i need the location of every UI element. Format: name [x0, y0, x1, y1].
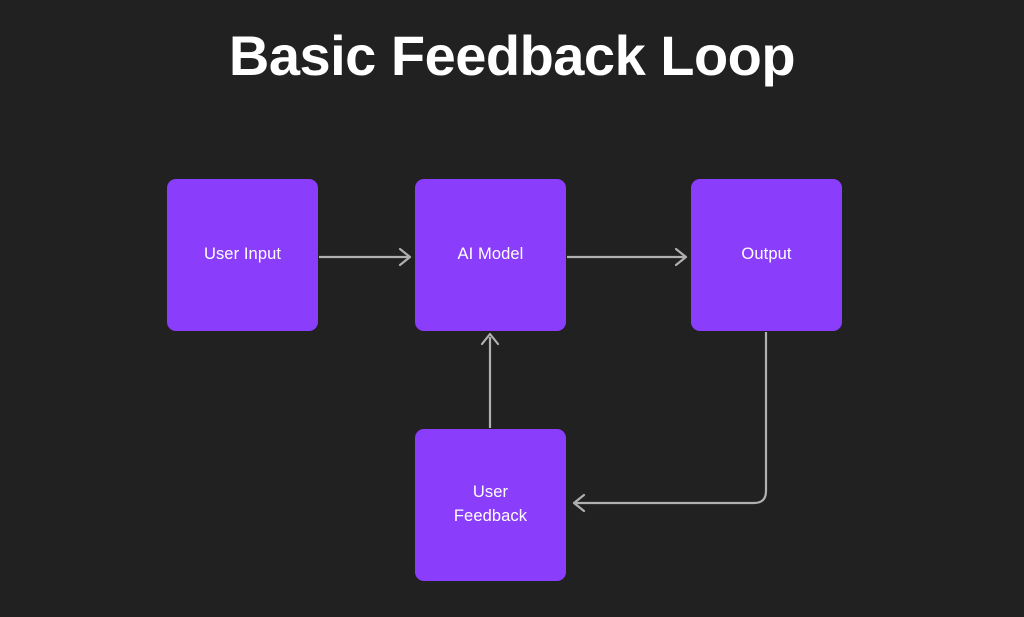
page-title: Basic Feedback Loop: [228, 24, 796, 87]
edge-user-input-to-ai-model: [319, 247, 412, 267]
arrowhead-left-icon: [572, 493, 586, 513]
node-label: Output: [741, 245, 792, 264]
edge-output-to-user-feedback: [572, 332, 768, 513]
node-user-feedback[interactable]: User Feedback: [415, 429, 566, 581]
node-label: AI Model: [457, 245, 524, 264]
edge-ai-model-to-output: [567, 247, 688, 267]
node-label: User Input: [203, 245, 282, 264]
edge-user-feedback-to-ai-model: [480, 332, 500, 428]
node-output[interactable]: Output: [691, 179, 842, 331]
arrowhead-right-icon: [674, 247, 688, 267]
node-ai-model[interactable]: AI Model: [415, 179, 566, 331]
edge-line: [576, 332, 768, 505]
node-label: User Feedback: [453, 483, 528, 525]
arrowhead-right-icon: [398, 247, 412, 267]
arrowhead-up-icon: [480, 332, 500, 346]
node-user-input[interactable]: User Input: [167, 179, 318, 331]
